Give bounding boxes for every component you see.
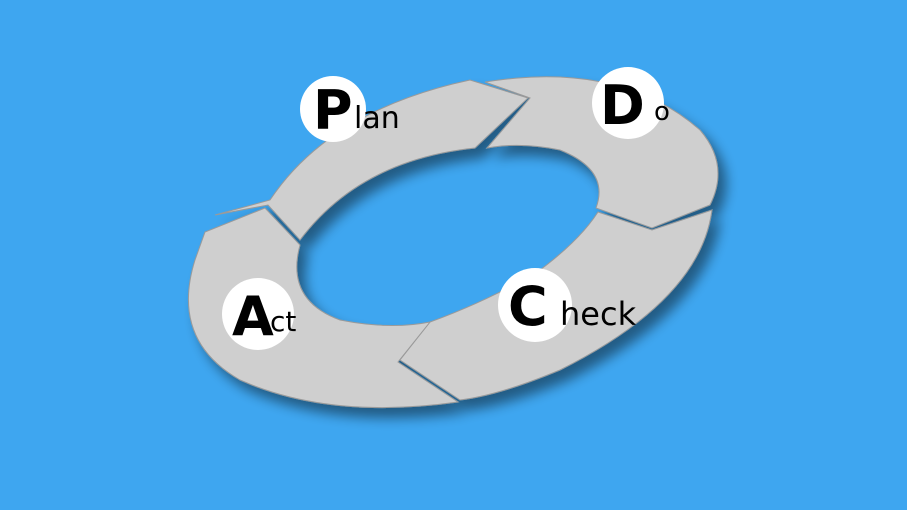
do-badge-circle	[592, 67, 664, 139]
step-plan: P lan	[300, 76, 440, 146]
act-arrow	[188, 207, 460, 409]
plan-badge-circle	[300, 76, 366, 142]
check-badge-circle	[498, 268, 572, 342]
act-rest: ct	[270, 305, 297, 338]
plan-initial: P	[313, 79, 353, 142]
step-act: A ct	[222, 278, 332, 352]
check-initial: C	[508, 275, 548, 338]
do-initial: D	[600, 74, 645, 137]
act-badge-circle	[222, 278, 294, 350]
step-do: D o	[592, 67, 692, 139]
plan-rest: lan	[354, 101, 400, 136]
plan-arrow	[214, 79, 529, 241]
act-initial: A	[232, 285, 274, 348]
do-rest: o	[654, 97, 670, 127]
step-check: C heck	[498, 268, 658, 344]
check-rest: heck	[560, 295, 637, 333]
